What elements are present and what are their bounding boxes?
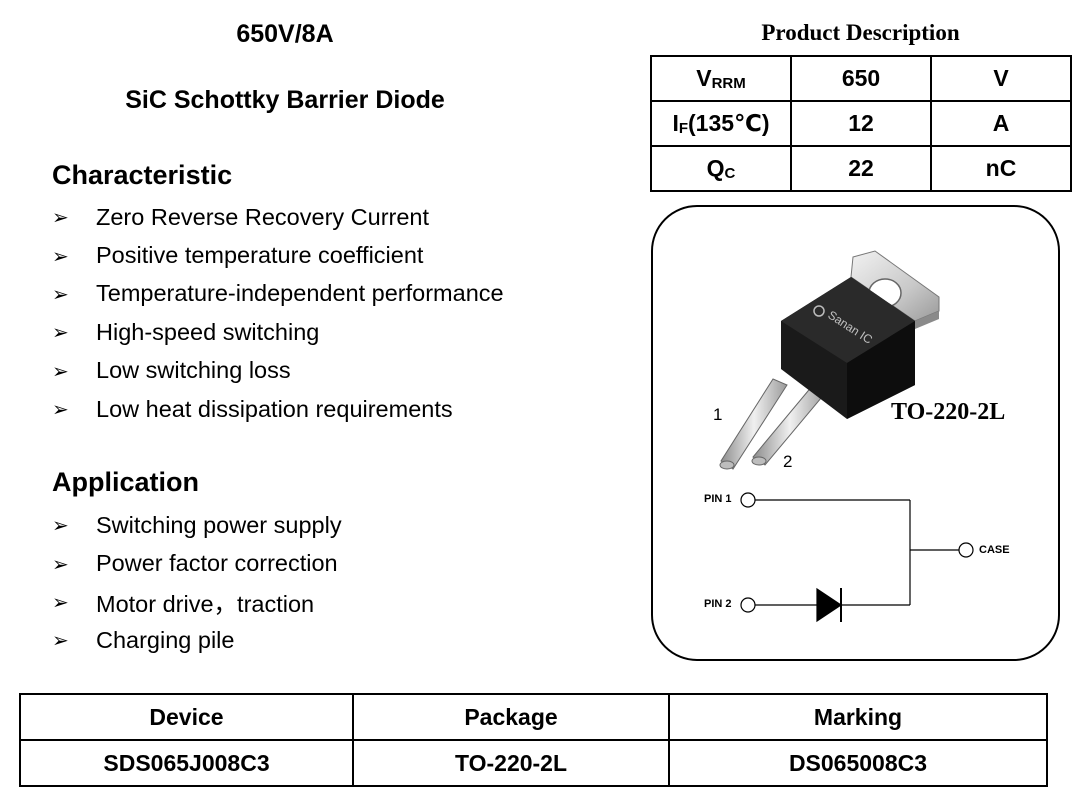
bullet-arrow-icon: ➢ [52, 551, 69, 576]
value-cell: 22 [790, 145, 932, 192]
rating-title: 650V/8A [236, 20, 334, 48]
value-cell: 12 [790, 100, 932, 147]
unit-cell: V [930, 55, 1072, 102]
list-item: ➢ High-speed switching [52, 313, 504, 351]
list-item: ➢ Motor drive，traction [52, 583, 342, 621]
package-name-label: TO-220-2L [891, 399, 1006, 425]
application-heading: Application [52, 467, 199, 497]
bullet-arrow-icon: ➢ [52, 243, 69, 268]
case-label: CASE [979, 544, 1010, 556]
param-suffix: (135℃) [688, 110, 770, 136]
table-row: QC 22 nC [650, 145, 1072, 192]
bullet-arrow-icon: ➢ [52, 628, 69, 653]
table-row: SDS065J008C3 TO-220-2L DS065008C3 [19, 739, 1048, 787]
list-item: ➢ Switching power supply [52, 506, 342, 544]
param-symbol: V [696, 65, 712, 91]
list-item: ➢ Zero Reverse Recovery Current [52, 198, 504, 236]
bullet-arrow-icon: ➢ [52, 358, 69, 383]
list-item: ➢ Low switching loss [52, 352, 504, 390]
param-subscript: C [724, 165, 736, 182]
bullet-arrow-icon: ➢ [52, 397, 69, 422]
brand-logo-icon [813, 305, 825, 317]
characteristic-heading: Characteristic [52, 160, 233, 190]
list-item-text: Switching power supply [96, 511, 342, 538]
param-symbol: I [672, 110, 679, 136]
package-cell: TO-220-2L [352, 739, 670, 787]
package-illustration: Sanan IC [719, 250, 974, 623]
param-symbol: Q [706, 155, 725, 181]
list-item-text: Positive temperature coefficient [96, 242, 424, 269]
pin2-label: PIN 2 [704, 598, 732, 610]
package-diagram-box: Sanan IC 1 2 TO-220-2L PIN 1 PIN 2 CASE [651, 205, 1060, 661]
application-list: ➢ Switching power supply ➢ Power factor co… [52, 506, 342, 660]
package-body: Sanan IC [781, 277, 915, 419]
pin1-number: 1 [713, 405, 723, 424]
product-description-title: Product Description [761, 20, 960, 45]
list-item: ➢ Low heat dissipation requirements [52, 390, 504, 428]
list-item-text: Power factor correction [96, 550, 338, 577]
table-header-row: Device Package Marking [19, 693, 1048, 741]
list-item-text: High-speed switching [96, 318, 320, 345]
bullet-arrow-icon: ➢ [52, 205, 69, 230]
device-type-title: SiC Schottky Barrier Diode [125, 86, 445, 114]
list-item: ➢ Positive temperature coefficient [52, 236, 504, 274]
list-item: ➢ Temperature-independent performance [52, 275, 504, 313]
list-item-text: Zero Reverse Recovery Current [96, 203, 430, 230]
bullet-arrow-icon: ➢ [52, 513, 69, 538]
list-item-text: Temperature-independent performance [96, 280, 504, 307]
pin1-label: PIN 1 [704, 493, 732, 505]
column-header: Package [352, 693, 670, 741]
column-header: Marking [668, 693, 1048, 741]
pin1-terminal [740, 492, 756, 508]
table-row: IF(135℃) 12 A [650, 100, 1072, 147]
case-terminal [958, 542, 974, 558]
list-item-text: Charging pile [96, 626, 235, 653]
table-row: VRRM 650 V [650, 55, 1072, 102]
list-item-text: Low heat dissipation requirements [96, 395, 453, 422]
list-item-text: Low switching loss [96, 357, 291, 384]
lead-1 [720, 378, 788, 470]
pin2-terminal [740, 597, 756, 613]
unit-cell: A [930, 100, 1072, 147]
param-cell: VRRM [650, 55, 792, 102]
column-header: Device [19, 693, 354, 741]
device-table: Device Package Marking SDS065J008C3 TO-2… [19, 693, 1048, 787]
value-cell: 650 [790, 55, 932, 102]
unit-cell: nC [930, 145, 1072, 192]
bullet-arrow-icon: ➢ [52, 281, 69, 306]
characteristic-list: ➢ Zero Reverse Recovery Current ➢ Positive… [52, 198, 504, 428]
param-cell: QC [650, 145, 792, 192]
bullet-arrow-icon: ➢ [52, 320, 69, 345]
param-subscript: F [678, 120, 688, 137]
pin-schematic [740, 492, 974, 623]
pin2-number: 2 [783, 452, 793, 471]
param-cell: IF(135℃) [650, 100, 792, 147]
list-item-text: Motor drive，traction [96, 590, 315, 617]
diode-symbol-icon [816, 587, 843, 623]
bullet-arrow-icon: ➢ [52, 589, 69, 614]
device-cell: SDS065J008C3 [19, 739, 354, 787]
list-item: ➢ Power factor correction [52, 544, 342, 582]
param-subscript: RRM [711, 75, 746, 92]
list-item: ➢ Charging pile [52, 621, 342, 659]
marking-cell: DS065008C3 [668, 739, 1048, 787]
product-description-table: VRRM 650 V IF(135℃) 12 A QC 22 nC [650, 55, 1072, 192]
